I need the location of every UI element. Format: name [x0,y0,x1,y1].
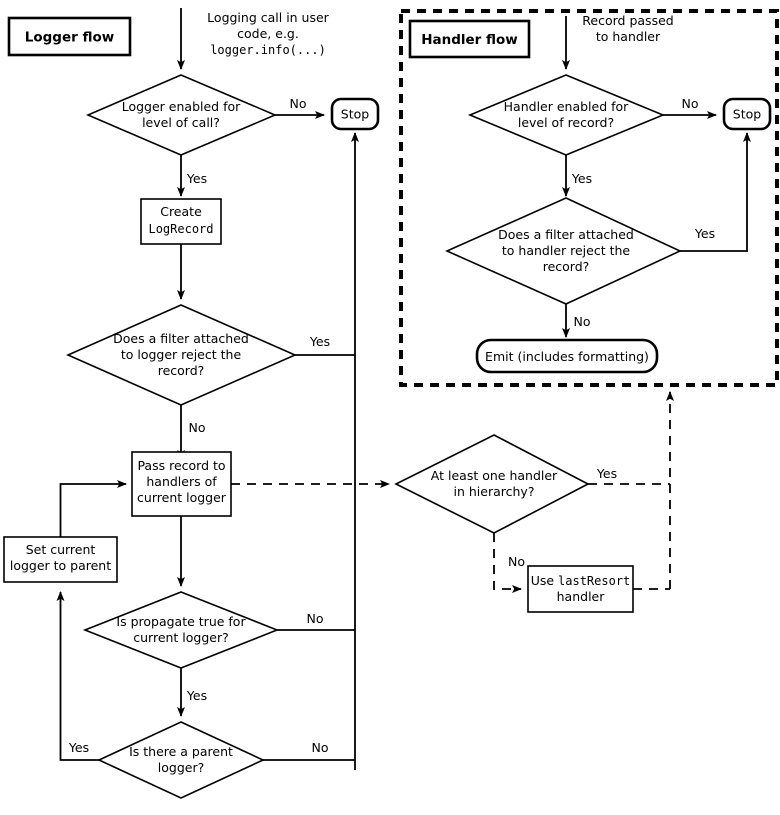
edge-handler-filter-yes [680,132,751,252]
logger-flow-title-box [7,16,132,57]
node-handler-enabled-line2: level of record? [518,115,614,130]
handler-flow-title-box [408,19,531,59]
node-use-last-resort [527,565,634,613]
node-at-least-one-handler-line2: in hierarchy? [454,484,535,499]
node-at-least-one-handler-line1: At least one handler [431,468,558,483]
edge-label-handler-filter-yes: Yes [694,226,715,241]
edge-label-handler-exists-yes: Yes [596,466,617,481]
use-last-resort-prefix: Use [531,573,558,588]
node-pass-record [131,451,232,517]
node-logger-filter-line3: record? [158,363,205,378]
node-handler-filter-line1: Does a filter attached [498,227,634,242]
edge-label-handler-exists-no: No [508,554,525,569]
node-create-logrecord-line1: Create [160,204,202,219]
record-passed-annotation-line2: to handler [596,29,661,44]
edge-label-handler-filter-no: No [574,314,591,329]
node-has-parent-line2: logger? [158,760,204,775]
node-handler-filter-line3: record? [543,259,590,274]
node-stop-handler [722,97,772,131]
node-emit-label: Emit (includes formatting) [485,349,649,364]
node-pass-record-line1: Pass record to [137,458,225,473]
edge-label-handler-enabled-yes: Yes [571,171,592,186]
handler-flow-title: Handler flow [421,32,518,48]
node-handler-filter-line2: to handler reject the [502,243,631,258]
logger-flow-title: Logger flow [25,30,114,46]
node-is-propagate-line1: Is propagate true for [116,614,246,629]
edge-handler-exists-no [493,533,522,593]
edge-set-parent-to-pass-record [59,480,127,537]
node-logger-enabled-line1: Logger enabled for [122,99,241,114]
node-pass-record-line3: current logger [137,490,227,505]
edge-label-logger-enabled-yes: Yes [186,171,207,186]
node-use-last-resort-line1: Use lastResort [531,573,631,588]
edge-label-has-parent-yes: Yes [68,740,89,755]
edge-label-is-propagate-no: No [307,611,324,626]
node-emit [475,338,659,374]
node-handler-enabled-line1: Handler enabled for [504,99,630,114]
edge-label-handler-enabled-no: No [682,96,699,111]
node-logger-enabled-line2: level of call? [142,115,220,130]
edge-has-parent-yes [56,591,99,761]
node-pass-record-line2: handlers of [146,474,217,489]
logging-call-annotation-line2: code, e.g. [237,26,299,41]
edge-label-has-parent-no: No [312,740,329,755]
record-passed-annotation-line1: Record passed [582,13,673,28]
node-set-parent-line2: logger to parent [10,558,111,573]
node-use-last-resort-line2: handler [557,589,606,604]
use-last-resort-mono: lastResort [558,574,630,588]
edge-label-is-propagate-yes: Yes [186,688,207,703]
node-stop-logger-label: Stop [341,107,369,122]
node-create-logrecord-line2: LogRecord [148,222,213,236]
node-logger-filter-line1: Does a filter attached [113,331,249,346]
node-has-parent [97,721,265,799]
edge-label-logger-filter-yes: Yes [309,334,330,349]
node-set-parent [3,536,118,583]
logging-call-annotation-line3: logger.info(...) [210,43,326,57]
node-logger-filter-line2: to logger reject the [121,347,242,362]
edge-label-logger-filter-no: No [189,420,206,435]
logging-call-annotation-line1: Logging call in user [207,10,330,25]
node-set-parent-line1: Set current [26,542,96,557]
node-is-propagate-line2: current logger? [133,630,229,645]
node-stop-handler-label: Stop [733,107,761,122]
handler-flow-region [399,9,779,387]
node-stop-logger [330,97,380,131]
node-has-parent-line1: Is there a parent [129,744,233,759]
edge-label-logger-enabled-no: No [290,96,307,111]
